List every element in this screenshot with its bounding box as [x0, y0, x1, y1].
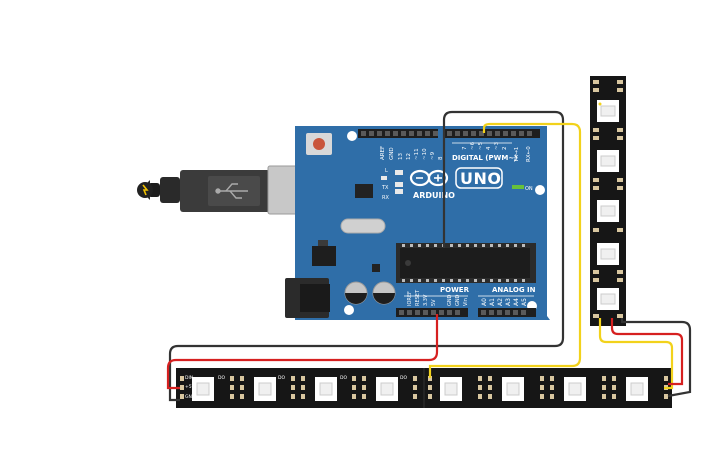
on-led — [512, 185, 524, 189]
pin-label: A4 — [513, 298, 520, 306]
pin-label: ~6 — [470, 141, 476, 150]
led-pixel[interactable] — [564, 377, 586, 401]
microcontroller-chip — [396, 243, 536, 283]
pin-label: ~9 — [430, 151, 436, 160]
pad-do-label: DO — [340, 375, 347, 381]
pin-label: Vin — [463, 298, 469, 306]
led-tx-label: TX — [381, 185, 389, 191]
power-header[interactable] — [396, 308, 468, 317]
gnd-wire[interactable] — [168, 110, 565, 402]
bottom-pin-labels: IOREF RESET 3.3V 5V GND GND Vin A0 A1 A2… — [407, 289, 528, 306]
pin-label: 4 — [486, 146, 492, 150]
led-pixel[interactable] — [597, 100, 619, 122]
pin-label: A1 — [489, 298, 496, 306]
power-wire[interactable] — [166, 314, 439, 390]
pin-label: 8 — [438, 156, 444, 160]
power-jack[interactable] — [285, 278, 330, 318]
digital-label: DIGITAL (PWM~) — [452, 154, 517, 162]
pin-label: GND — [447, 294, 453, 306]
pin-label: 2 — [502, 147, 508, 151]
pin-label: GND — [389, 147, 395, 160]
pin-label: A2 — [497, 298, 504, 306]
pin-label: 3.3V — [423, 294, 429, 306]
pin-label: ~5 — [478, 141, 484, 150]
pin-label: 13 — [398, 153, 404, 160]
board-model: UNO — [460, 169, 501, 188]
pin-label: A0 — [481, 298, 488, 306]
pin-label: ~3 — [494, 141, 500, 150]
pad-do-label: DO — [218, 375, 225, 381]
led-pixel[interactable] — [502, 377, 524, 401]
pin-label: GND — [455, 294, 461, 306]
pad-gnd-label: GND — [185, 394, 196, 400]
pin-label: A5 — [521, 298, 528, 306]
pin-label: AREF — [380, 146, 386, 160]
power-label: POWER — [440, 286, 470, 294]
data-wire[interactable] — [598, 318, 674, 390]
arduino-uno-board[interactable]: AREF GND 13 12 ~11 ~10 ~9 8 7 ~6 ~5 4 ~3… — [285, 126, 550, 320]
pin-label: IOREF — [407, 291, 413, 306]
pad-din-label: DIN — [185, 375, 193, 381]
led-pixel[interactable] — [626, 377, 648, 401]
led-pixel[interactable] — [440, 377, 462, 401]
on-label: ON — [525, 186, 533, 192]
lightning-icon — [142, 184, 149, 196]
capacitor — [344, 281, 368, 305]
analog-label: ANALOG IN — [492, 286, 536, 294]
mount-hole — [347, 131, 357, 141]
capacitor — [372, 281, 396, 305]
arduino-logo — [409, 169, 449, 187]
led-pixel[interactable] — [597, 243, 619, 265]
pin-label: 12 — [406, 153, 412, 160]
pad-do-label: DO — [400, 375, 407, 381]
pad-5v-label: +5V — [185, 384, 196, 390]
led-pixel[interactable] — [192, 377, 214, 401]
led-pixel[interactable] — [597, 150, 619, 172]
pin-label: RX←0 — [526, 146, 532, 162]
pin-label: 7 — [462, 146, 468, 150]
led-rx-label: RX — [382, 195, 389, 201]
analog-header[interactable] — [478, 308, 536, 317]
pin-label: TX→1 — [514, 147, 520, 163]
mount-hole — [535, 185, 545, 195]
reset-button[interactable] — [306, 133, 332, 155]
usb-icon — [215, 183, 248, 199]
usb-plug[interactable] — [137, 165, 307, 215]
led-pixel[interactable] — [597, 288, 619, 310]
mount-hole — [344, 305, 354, 315]
led-l-label: L — [385, 168, 388, 174]
digital-header[interactable] — [358, 129, 540, 138]
pad-do-label: DO — [278, 375, 285, 381]
pin-label: ~10 — [422, 148, 428, 160]
voltage-regulator — [312, 246, 336, 266]
led-pixel[interactable] — [376, 377, 398, 401]
crystal — [340, 218, 386, 234]
led-pixel[interactable] — [254, 377, 276, 401]
power-wire[interactable] — [610, 318, 684, 386]
pin-label: RESET — [415, 289, 421, 306]
pin-label: ~11 — [414, 148, 420, 160]
led-pixel[interactable] — [597, 200, 619, 222]
neopixel-strip-horizontal[interactable]: DIN +5V GND DO DO DO DO — [176, 368, 672, 408]
data-wire[interactable] — [428, 122, 582, 378]
gnd-wire[interactable] — [620, 318, 692, 398]
brand-label: ARDUINO — [413, 191, 455, 200]
pin-label: A3 — [505, 298, 512, 306]
pin-label: 5V — [431, 299, 437, 306]
top-pin-labels: AREF GND 13 12 ~11 ~10 ~9 8 7 ~6 ~5 4 ~3… — [380, 141, 532, 163]
neopixel-strip-vertical[interactable] — [590, 76, 626, 326]
led-pixel[interactable] — [315, 377, 337, 401]
